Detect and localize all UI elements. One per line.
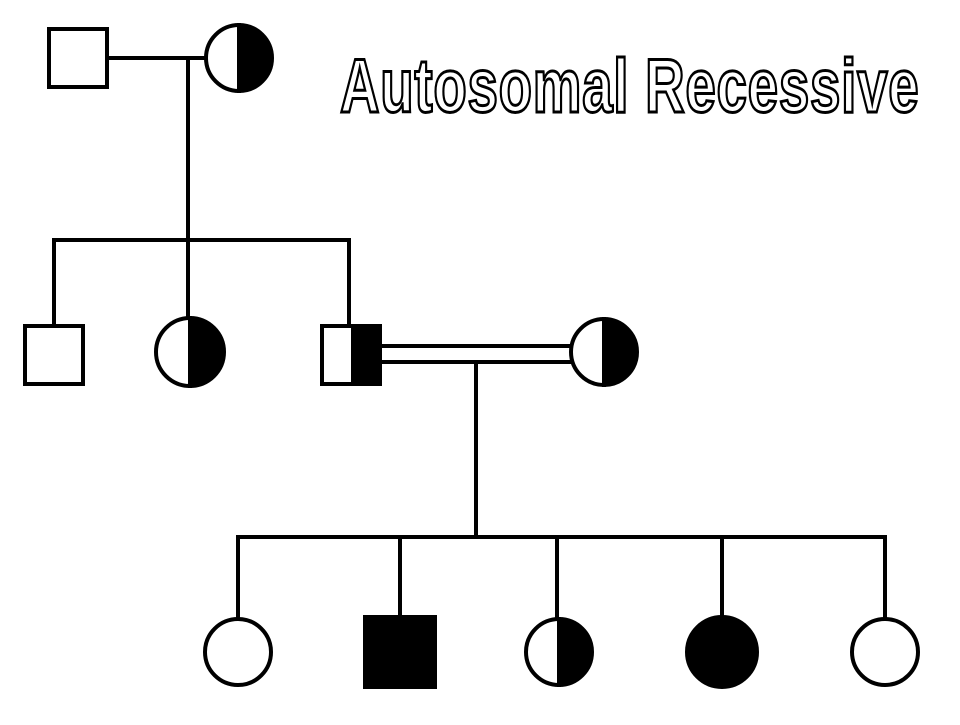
individual-iii-4-circle <box>685 615 759 689</box>
individual-i-2-carrier-half <box>239 25 272 91</box>
diagram-title: Autosomal Recessive <box>339 43 920 131</box>
individual-ii-1-square <box>23 324 85 386</box>
individual-ii-2-carrier-half <box>190 318 224 386</box>
individual-ii-3-square <box>320 324 382 386</box>
individual-ii-4-circle <box>569 317 639 387</box>
individual-ii-2-circle <box>154 316 226 388</box>
individual-ii-3-carrier-half <box>351 326 380 384</box>
individual-iii-2-square <box>363 615 437 689</box>
individual-iii-3-carrier-half <box>559 619 592 685</box>
individual-iii-1-circle <box>203 617 273 687</box>
individual-iii-5-circle <box>850 617 920 687</box>
individual-i-1-square <box>47 27 109 89</box>
individual-i-2-circle <box>204 23 274 93</box>
individual-iii-3-circle <box>524 617 594 687</box>
individual-ii-4-carrier-half <box>604 319 637 385</box>
